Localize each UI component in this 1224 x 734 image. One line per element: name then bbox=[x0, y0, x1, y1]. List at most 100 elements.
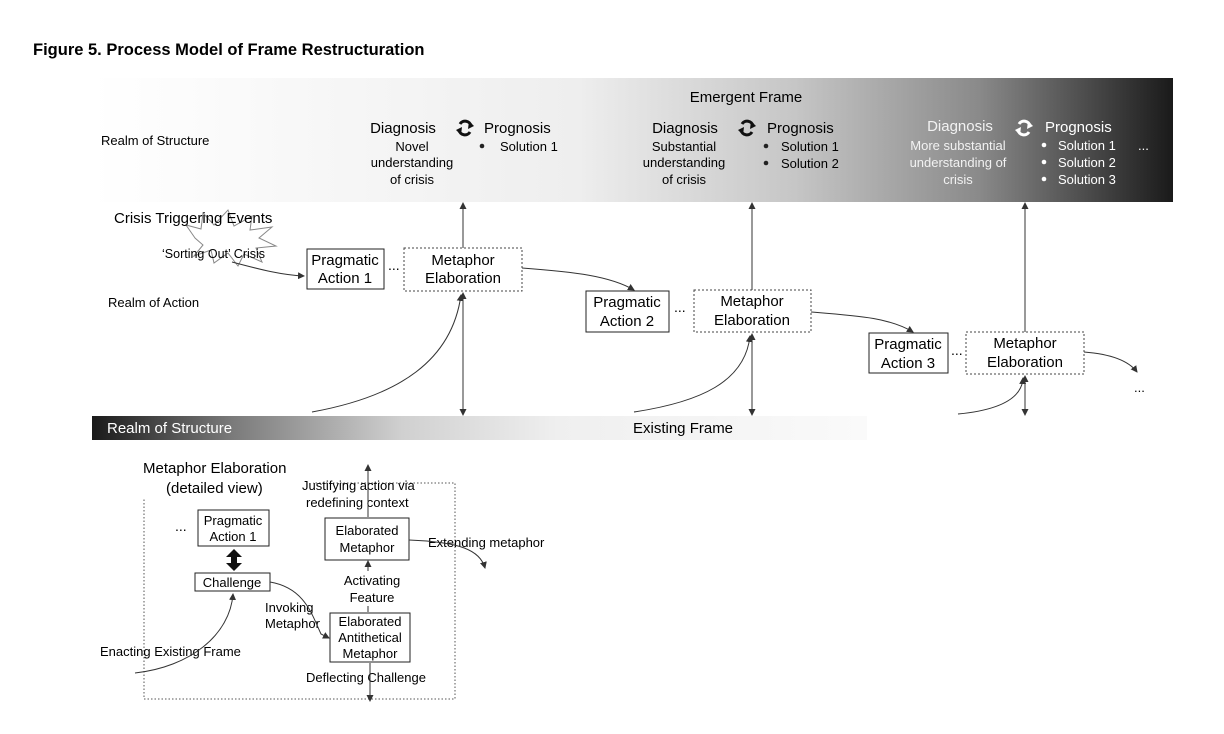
enacting-curve-3 bbox=[957, 377, 1027, 415]
existing-frame-band bbox=[92, 416, 867, 440]
ellipsis: ... bbox=[1134, 380, 1145, 395]
elaborated-metaphor-box bbox=[324, 517, 410, 561]
understanding-line: Novel bbox=[395, 139, 428, 154]
extending-curve bbox=[408, 539, 487, 569]
detail-title-bg bbox=[139, 462, 313, 498]
sorting-out-crisis-label: ‘Sorting Out’ Crisis bbox=[162, 247, 265, 261]
activating-feature-label: Activating bbox=[344, 573, 400, 588]
pragmatic-action-label: Pragmatic bbox=[593, 294, 661, 311]
activating-feature-label: Feature bbox=[350, 590, 395, 605]
pragmatic-action-2-box bbox=[585, 290, 670, 333]
ellipsis: ... bbox=[951, 342, 963, 358]
enacting-existing-frame-label: Enacting Existing Frame bbox=[100, 644, 241, 659]
solution-item: Solution 2 bbox=[781, 156, 839, 171]
realm-of-structure-top-label: Realm of Structure bbox=[101, 133, 209, 148]
ellipsis: ... bbox=[674, 299, 686, 315]
invoking-curve bbox=[269, 581, 330, 639]
metaphor-elaboration-label: Elaboration bbox=[425, 270, 501, 287]
crisis-triggering-label: Crisis Triggering Events bbox=[114, 210, 272, 227]
challenge-label: Challenge bbox=[203, 575, 262, 590]
understanding-line: More substantial bbox=[910, 138, 1005, 153]
bullet bbox=[1041, 176, 1047, 182]
invoking-metaphor-label: Metaphor bbox=[265, 616, 321, 631]
metaphor-elaboration-label: Metaphor bbox=[431, 252, 494, 269]
solution-item: Solution 1 bbox=[500, 139, 558, 154]
antithetical-metaphor-label: Metaphor bbox=[343, 646, 399, 661]
figure-title: Figure 5. Process Model of Frame Restruc… bbox=[33, 41, 425, 59]
antithetical-metaphor-box bbox=[329, 612, 411, 663]
frame-3: Diagnosis Prognosis More substantial und… bbox=[910, 118, 1149, 187]
solution-item: Solution 1 bbox=[1058, 138, 1116, 153]
crisis-starburst bbox=[184, 209, 278, 267]
detail-view-border bbox=[143, 482, 456, 700]
invoking-metaphor-label: Invoking bbox=[265, 600, 313, 615]
metaphor-elaboration-1-box bbox=[403, 247, 523, 292]
antithetical-metaphor-label: Antithetical bbox=[338, 630, 402, 645]
realm-of-structure-bottom-label: Realm of Structure bbox=[107, 420, 232, 437]
detail-pragmatic-box bbox=[197, 509, 270, 547]
bullet bbox=[1041, 159, 1047, 165]
metaphor-elaboration-label: Metaphor bbox=[993, 335, 1056, 352]
understanding-line: crisis bbox=[943, 172, 973, 187]
solution-item: Solution 2 bbox=[1058, 155, 1116, 170]
bullet bbox=[479, 143, 485, 149]
detail-view: Metaphor Elaboration (detailed view) ...… bbox=[100, 460, 545, 702]
detail-view-title: Metaphor Elaboration bbox=[143, 460, 286, 477]
pragmatic-action-label: Action 1 bbox=[318, 270, 372, 287]
prognosis-label: Prognosis bbox=[484, 120, 551, 137]
frame-1: Diagnosis Prognosis Novel understanding … bbox=[370, 119, 558, 187]
pragmatic-action-1-box bbox=[306, 248, 385, 290]
prognosis-label: Prognosis bbox=[767, 120, 834, 137]
crisis-arrow bbox=[231, 261, 305, 280]
understanding-line: Substantial bbox=[652, 139, 716, 154]
metaphor-elaboration-2-box bbox=[693, 289, 812, 333]
antithetical-metaphor-label: Elaborated bbox=[339, 614, 402, 629]
elaborated-metaphor-label: Elaborated bbox=[336, 523, 399, 538]
ellipsis: ... bbox=[388, 257, 400, 273]
realm-of-action-label: Realm of Action bbox=[108, 295, 199, 310]
deflecting-challenge-label: Deflecting Challenge bbox=[306, 670, 426, 685]
prognosis-label: Prognosis bbox=[1045, 119, 1112, 136]
cycle-icon bbox=[456, 119, 474, 137]
extending-metaphor-label: Extending metaphor bbox=[428, 535, 545, 550]
justifying-label: Justifying action via bbox=[302, 478, 415, 493]
emergent-frame-title: Emergent Frame bbox=[690, 89, 803, 106]
pragmatic-action-label: Action 3 bbox=[881, 355, 935, 372]
diagnosis-label: Diagnosis bbox=[927, 118, 993, 135]
detail-pragmatic-label: Pragmatic bbox=[204, 513, 263, 528]
understanding-line: understanding of bbox=[910, 155, 1007, 170]
frame-2: Diagnosis Prognosis Substantial understa… bbox=[643, 119, 839, 187]
understanding-line: understanding bbox=[643, 155, 725, 170]
transition-arrow-2-3 bbox=[810, 311, 914, 333]
pragmatic-action-label: Action 2 bbox=[600, 313, 654, 330]
enacting-curve-detail bbox=[134, 593, 237, 674]
detail-view-subtitle: (detailed view) bbox=[166, 480, 263, 497]
solution-item: Solution 3 bbox=[1058, 172, 1116, 187]
bullet bbox=[1041, 142, 1047, 148]
metaphor-elaboration-label: Elaboration bbox=[987, 354, 1063, 371]
metaphor-elaboration-label: Metaphor bbox=[720, 293, 783, 310]
transition-arrow-3-out bbox=[1083, 351, 1138, 373]
diagnosis-label: Diagnosis bbox=[652, 120, 718, 137]
justifying-label: redefining context bbox=[306, 495, 409, 510]
metaphor-elaboration-label: Elaboration bbox=[714, 312, 790, 329]
understanding-line: of crisis bbox=[662, 172, 707, 187]
cycle-icon bbox=[1015, 119, 1033, 137]
bullet bbox=[763, 143, 769, 149]
ellipsis: ... bbox=[1138, 138, 1149, 153]
existing-frame-title: Existing Frame bbox=[633, 420, 733, 437]
diagnosis-label: Diagnosis bbox=[370, 120, 436, 137]
emergent-frame-band bbox=[92, 78, 1173, 202]
detail-pragmatic-label: Action 1 bbox=[210, 529, 257, 544]
bullet bbox=[763, 160, 769, 166]
ellipsis: ... bbox=[175, 518, 187, 534]
pragmatic-action-label: Pragmatic bbox=[874, 336, 942, 353]
cycle-icon bbox=[738, 119, 756, 137]
understanding-line: of crisis bbox=[390, 172, 435, 187]
pragmatic-action-3-box bbox=[868, 332, 949, 374]
enacting-curve-2 bbox=[633, 335, 753, 413]
elaborated-metaphor-label: Metaphor bbox=[340, 540, 396, 555]
understanding-line: understanding bbox=[371, 155, 453, 170]
enacting-curve-1 bbox=[311, 294, 464, 413]
